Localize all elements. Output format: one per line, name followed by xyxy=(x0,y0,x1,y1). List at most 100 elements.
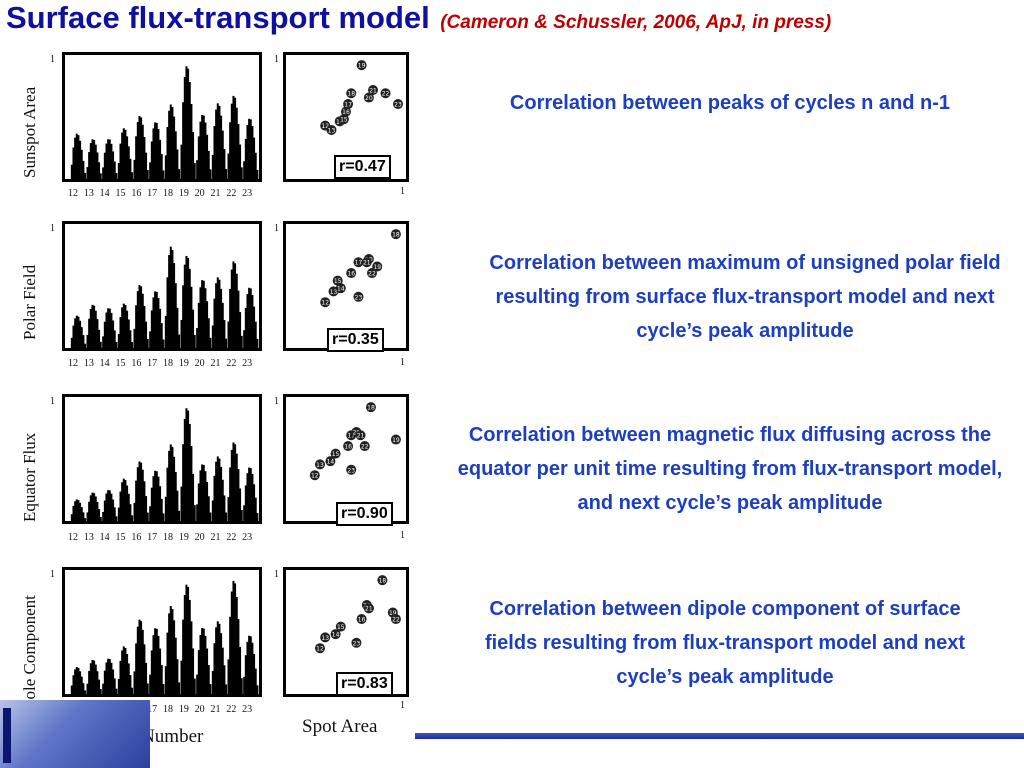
r-value-box: r=0.35 xyxy=(327,328,384,352)
scatter-point-23: 23 xyxy=(346,464,357,475)
cycle-tick-label: 22 xyxy=(226,188,237,199)
scatter-point-label: 12 xyxy=(316,646,324,653)
scatter-point-label: 22 xyxy=(361,444,369,451)
cycle-tick-label: 19 xyxy=(178,532,189,543)
scatter-point-18: 18 xyxy=(390,229,401,240)
ts-ytick-1: 1 xyxy=(50,223,55,234)
sc-ytick-1: 1 xyxy=(274,569,279,580)
cycle-bar-14 xyxy=(102,308,118,348)
cycle-bar-15 xyxy=(117,128,134,179)
scatter-point-21: 21 xyxy=(363,603,374,614)
ts-ytick-1: 1 xyxy=(50,569,55,580)
scatter-point-label: 13 xyxy=(316,462,324,469)
scatter-point-label: 19 xyxy=(392,437,400,444)
timeseries-svg xyxy=(70,246,259,348)
cycle-tick-label: 22 xyxy=(226,358,237,369)
scatter-point-13: 13 xyxy=(326,124,337,135)
cycle-bar-13 xyxy=(86,139,102,179)
cycle-tick-label: 14 xyxy=(99,358,110,369)
cycle-bar-16 xyxy=(133,116,149,179)
scatter-point-label: 14 xyxy=(336,119,344,126)
cycle-bar-23 xyxy=(243,287,259,348)
scatter-point-15: 15 xyxy=(335,621,346,632)
timeseries-panel-equator xyxy=(62,394,262,524)
cycle-tick-label: 17 xyxy=(147,704,158,715)
ylabel-polar-field: Polar Field xyxy=(20,264,39,340)
r-value-box: r=0.83 xyxy=(336,672,393,696)
cycle-tick-label: 19 xyxy=(178,358,189,369)
cycle-bar-18 xyxy=(164,104,181,179)
cycle-bar-15 xyxy=(117,646,134,694)
cycle-tick-label: 14 xyxy=(99,188,110,199)
cycle-bar-17 xyxy=(149,470,165,521)
scatter-point-label: 19 xyxy=(389,610,397,617)
scatter-point-label: 13 xyxy=(321,635,329,642)
cycle-tick-label: 20 xyxy=(194,704,205,715)
cycle-tick-label: 18 xyxy=(163,532,173,543)
cycle-bar-21 xyxy=(211,621,228,694)
scatter-point-13: 13 xyxy=(315,459,325,470)
cycle-bar-14 xyxy=(102,490,118,521)
scatter-point-label: 13 xyxy=(328,127,336,134)
cycle-tick-label: 16 xyxy=(131,188,142,199)
cycle-tick-label: 23 xyxy=(242,532,253,543)
scatter-point-23: 23 xyxy=(393,99,403,110)
scatter-point-label: 17 xyxy=(344,102,352,109)
cycle-bar-16 xyxy=(133,461,149,521)
scatter-point-label: 22 xyxy=(368,271,376,278)
cycle-bar-23 xyxy=(243,467,259,521)
scatter-point-label: 21 xyxy=(365,606,373,613)
cycle-bar-16 xyxy=(133,285,149,348)
scatter-point-17: 17 xyxy=(343,99,354,110)
scatter-point-22: 22 xyxy=(367,268,377,279)
cycle-bar-21 xyxy=(211,103,228,179)
scatter-point-label: 12 xyxy=(321,123,329,130)
scatter-point-16: 16 xyxy=(341,106,351,117)
cycle-bar-12 xyxy=(70,133,87,179)
timeseries-svg xyxy=(70,408,259,521)
scatter-point-17: 17 xyxy=(353,257,364,268)
ylabel-sunspot-area: Sunspot Area xyxy=(20,86,39,178)
cycle-bar-19 xyxy=(180,255,196,348)
cycle-tick-label: 15 xyxy=(115,532,126,543)
cycle-tick-label: 21 xyxy=(210,358,221,369)
scatter-point-18: 18 xyxy=(346,88,357,99)
scatter-point-22: 22 xyxy=(359,441,370,452)
description-3: Correlation between magnetic flux diffus… xyxy=(457,424,1003,514)
scatter-point-21: 21 xyxy=(355,430,366,441)
scatter-point-19: 19 xyxy=(356,60,367,71)
cycle-tick-label: 19 xyxy=(178,188,189,199)
cycle-bar-20 xyxy=(196,280,212,348)
cycle-tick-label: 13 xyxy=(83,532,94,543)
scatter-point-label: 14 xyxy=(327,459,335,466)
scatter-point-14: 14 xyxy=(325,456,336,467)
scatter-point-label: 23 xyxy=(347,467,355,474)
scatter-point-16: 16 xyxy=(346,268,357,279)
cycle-bar-23 xyxy=(243,635,259,694)
cycle-bar-18 xyxy=(164,246,181,348)
cycle-tick-label: 16 xyxy=(131,532,142,543)
cycle-tick-label: 17 xyxy=(147,358,158,369)
cycle-tick-label: 12 xyxy=(68,188,78,199)
bottom-accent-bar xyxy=(415,733,1024,739)
cycle-tick-label: 14 xyxy=(99,532,110,543)
r-value-box: r=0.47 xyxy=(334,155,391,179)
cycle-bar-15 xyxy=(117,303,134,348)
cycle-bar-22 xyxy=(227,95,243,179)
scatter-point-label: 15 xyxy=(337,624,345,631)
cycle-tick-label: 13 xyxy=(83,188,94,199)
cycle-bar-14 xyxy=(102,139,118,179)
cycle-bar-17 xyxy=(149,628,165,694)
timeseries-panel-dipole xyxy=(62,567,262,697)
cycle-tick-label: 15 xyxy=(115,358,126,369)
logo-bar xyxy=(3,708,11,763)
timeseries-svg xyxy=(70,66,259,179)
cycle-tick-label: 12 xyxy=(68,532,78,543)
scatter-point-label: 18 xyxy=(392,232,400,239)
cycle-bar-18 xyxy=(164,606,181,694)
timeseries-panel-sunspot xyxy=(62,52,262,182)
cycle-bar-20 xyxy=(196,628,212,694)
